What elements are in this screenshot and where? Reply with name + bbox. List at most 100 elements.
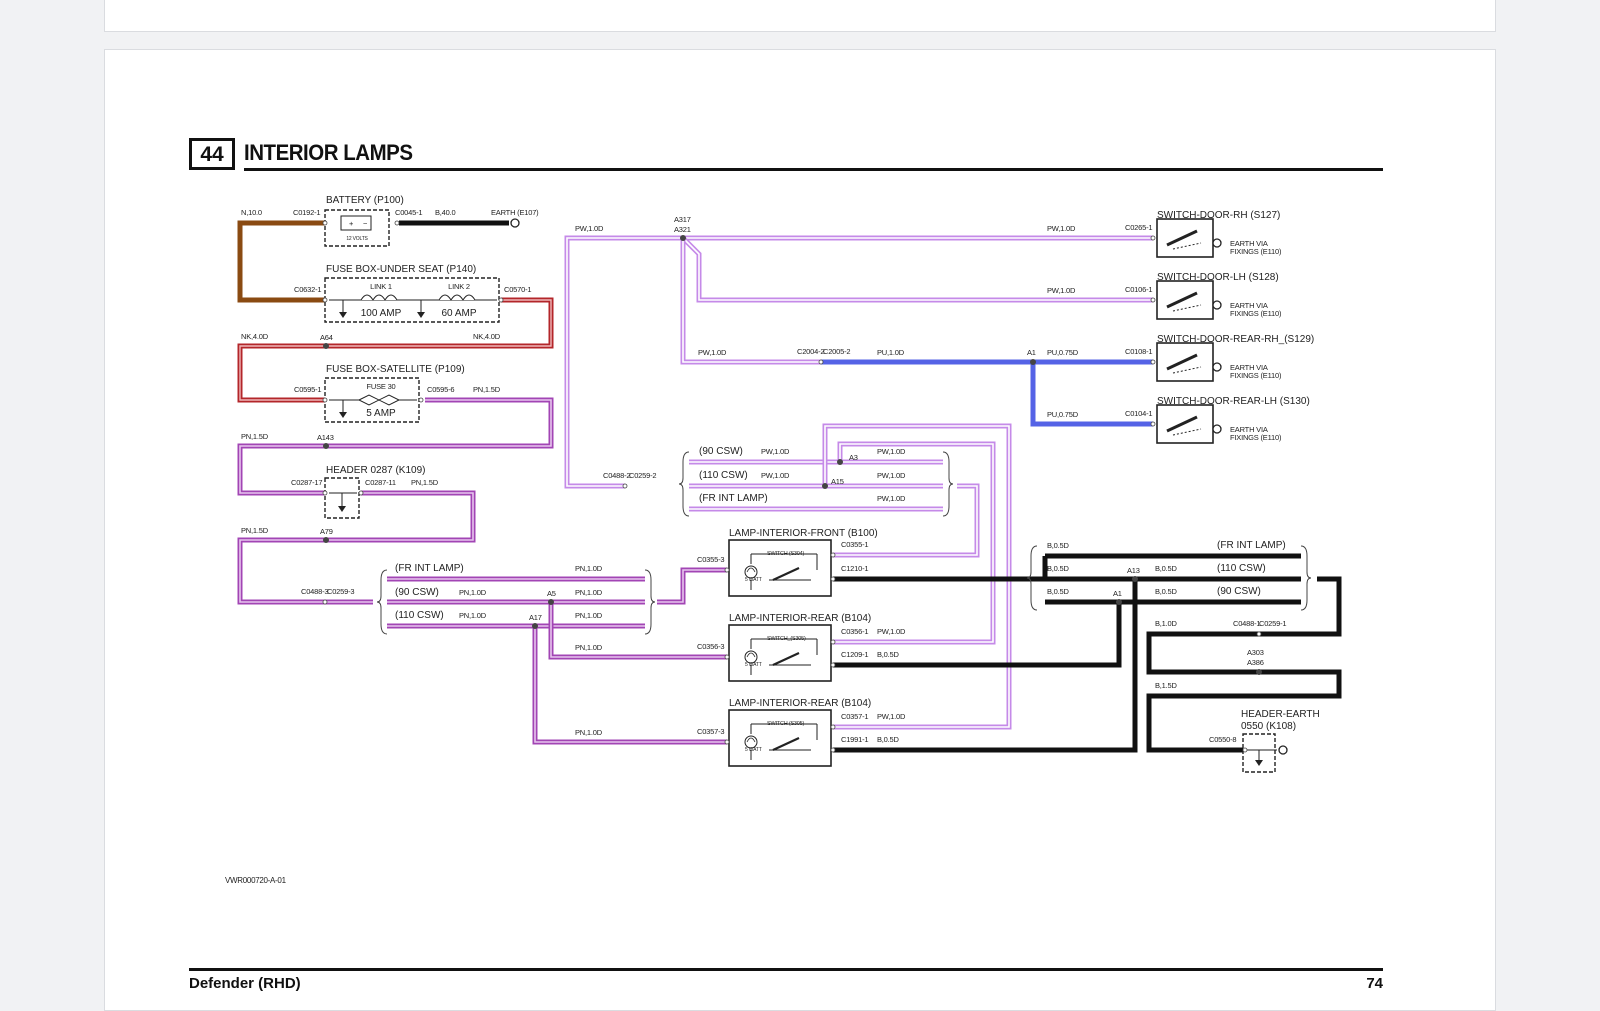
wire-pn1-label-1: PN,1.0D xyxy=(575,564,603,573)
lamp-rear1-watt: 5 WATT xyxy=(745,662,762,668)
wire-pw1-label-6: PW,1.0D xyxy=(877,447,906,456)
wire-pu xyxy=(821,359,1153,427)
c0265-label: C0265-1 xyxy=(1125,223,1152,232)
wire-b05-label-2: B,0.5D xyxy=(877,735,900,744)
wire-b40-label: B,40.0 xyxy=(435,208,456,217)
c0357-3-label: C0357-3 xyxy=(697,727,724,736)
wire-pn1-label-5: PN,1.0D xyxy=(575,611,603,620)
variant-90csw-2: (90 CSW) xyxy=(699,446,743,457)
fusebox-satellite-label: FUSE BOX-SATELLITE (P109) xyxy=(326,364,465,375)
wire-pn15-header xyxy=(237,490,476,605)
c0488-3-label: C0488-3 xyxy=(301,587,328,596)
c0550-label: C0550-8 xyxy=(1209,735,1236,744)
lamp-rear2-switch: SWITCH (S305) xyxy=(767,721,804,727)
switch-door-rh-label: SWITCH-DOOR-RH (S127) xyxy=(1157,210,1280,221)
wire-b05-label-4: B,0.5D xyxy=(1047,564,1070,573)
wire-pu075-label-1: PU,0.75D xyxy=(1047,348,1079,357)
splice-a15: A15 xyxy=(831,477,844,486)
c0488-1-label: C0488-1 xyxy=(1233,619,1260,628)
reference-code: VWR000720-A-01 xyxy=(225,876,286,885)
lamp-rear1-switch: SWITCH_(S305) xyxy=(767,636,806,642)
splice-a321: A321 xyxy=(674,225,691,234)
switch-door-rear-rh-icon xyxy=(1155,341,1223,383)
c0356-3-label: C0356-3 xyxy=(697,642,724,651)
c1210-label: C1210-1 xyxy=(841,564,868,573)
splice-a1b: A1 xyxy=(1113,589,1122,598)
svg-text:−: − xyxy=(363,219,368,228)
wire-pn15-label-3: PN,1.5D xyxy=(411,478,439,487)
wire-pw1-label-2: PW,1.0D xyxy=(1047,224,1076,233)
wire-pw1-label-10: PW,1.0D xyxy=(877,627,906,636)
wire-pw1-label-1: PW,1.0D xyxy=(575,224,604,233)
switch-door-lh-label: SWITCH-DOOR-LH (S128) xyxy=(1157,272,1279,283)
wire-pn1-label-6: PN,1.0D xyxy=(575,643,603,652)
splice-a143: A143 xyxy=(317,433,334,442)
splice-a303: A303 xyxy=(1247,648,1264,657)
c0259-3-label: C0259-3 xyxy=(327,587,354,596)
earth-e107-icon xyxy=(510,218,520,228)
wire-b05-label-3: B,0.5D xyxy=(1047,541,1070,550)
wire-pn15-label-2: PN,1.5D xyxy=(241,432,269,441)
wire-b15-label: B,1.5D xyxy=(1155,681,1178,690)
wire-b05-label-7: B,0.5D xyxy=(1155,587,1178,596)
variant-110csw-3: (110 CSW) xyxy=(1217,563,1266,574)
wire-pw1-label-9: PW,1.0D xyxy=(877,494,906,503)
wire-nk4-label-1: NK,4.0D xyxy=(241,332,269,341)
c0287-17-label: C0287-17 xyxy=(291,478,322,487)
c0192-label: C0192-1 xyxy=(293,208,320,217)
svg-text:+: + xyxy=(349,219,354,228)
wire-pu075-label-2: PU,0.75D xyxy=(1047,410,1079,419)
footer-rule xyxy=(189,968,1383,971)
fusebox-under-seat-symbol xyxy=(324,277,500,323)
c0357-1-label: C0357-1 xyxy=(841,712,868,721)
splice-a3: A3 xyxy=(849,453,858,462)
lamp-interior-rear-2-icon xyxy=(727,708,833,768)
wire-nk4-label-2: NK,4.0D xyxy=(473,332,501,341)
wire-pw1-main xyxy=(564,235,1153,730)
variant-fr-int-lamp-2: (FR INT LAMP) xyxy=(699,493,768,504)
lamp-rear2-watt: 5 WATT xyxy=(745,747,762,753)
wire-n10 xyxy=(237,220,325,303)
wire-pw1-label-4: PW,1.0D xyxy=(698,348,727,357)
switch-door-rear-lh-icon xyxy=(1155,403,1223,445)
lamp-front-switch: SWITCH (S304) xyxy=(767,551,804,557)
c0106-label: C0106-1 xyxy=(1125,285,1152,294)
title-rule xyxy=(244,168,1383,171)
lamp-interior-rear-1-icon xyxy=(727,623,833,683)
fuse30-label: FUSE 30 xyxy=(366,382,395,391)
c0488-2-label: C0488-2 xyxy=(603,471,630,480)
wire-pn1-label-7: PN,1.0D xyxy=(575,728,603,737)
c0570-label: C0570-1 xyxy=(504,285,531,294)
switch-door-rear-rh-label: SWITCH-DOOR-REAR-RH_(S129) xyxy=(1157,334,1314,345)
variant-fr-int-lamp-1: (FR INT LAMP) xyxy=(395,563,464,574)
link2-label: LINK 2 xyxy=(448,282,470,291)
wire-pn15-label-4: PN,1.5D xyxy=(241,526,269,535)
wire-b05-label-5: B,0.5D xyxy=(1155,564,1178,573)
c0595-6-label: C0595-6 xyxy=(427,385,454,394)
earth-note-2b: FIXINGS (E110) xyxy=(1230,309,1282,318)
c0355-3-label: C0355-3 xyxy=(697,555,724,564)
header-earth-symbol xyxy=(1242,733,1288,773)
c2004-label: C2004-2 xyxy=(797,347,824,356)
splice-a79: A79 xyxy=(320,527,333,536)
header-earth-label-1: HEADER-EARTH xyxy=(1241,709,1320,720)
earth-note-3b: FIXINGS (E110) xyxy=(1230,371,1282,380)
c1991-label: C1991-1 xyxy=(841,735,868,744)
switch-door-lh-icon xyxy=(1155,279,1223,321)
header-earth-label-2: 0550 (K108) xyxy=(1241,721,1296,732)
battery-symbol: +− 12 VOLTS xyxy=(324,209,390,247)
c0356-1-label: C0356-1 xyxy=(841,627,868,636)
connector-pins xyxy=(322,220,1262,753)
earth-note-4b: FIXINGS (E110) xyxy=(1230,433,1282,442)
link1-label: LINK 1 xyxy=(370,282,392,291)
wire-pw1-label-8: PW,1.0D xyxy=(877,471,906,480)
fusebox-under-seat-label: FUSE BOX-UNDER SEAT (P140) xyxy=(326,264,476,275)
variant-fr-int-lamp-3: (FR INT LAMP) xyxy=(1217,540,1286,551)
wire-pw1-label-3: PW,1.0D xyxy=(1047,286,1076,295)
link2-amp: 60 AMP xyxy=(441,308,476,319)
lamp-front-watt: 5 WATT xyxy=(745,577,762,583)
wire-pu1-label: PU,1.0D xyxy=(877,348,905,357)
c2005-label: C2005-2 xyxy=(823,347,850,356)
c0259-2-label: C0259-2 xyxy=(629,471,656,480)
earth-e107-label: EARTH (E107) xyxy=(491,208,539,217)
